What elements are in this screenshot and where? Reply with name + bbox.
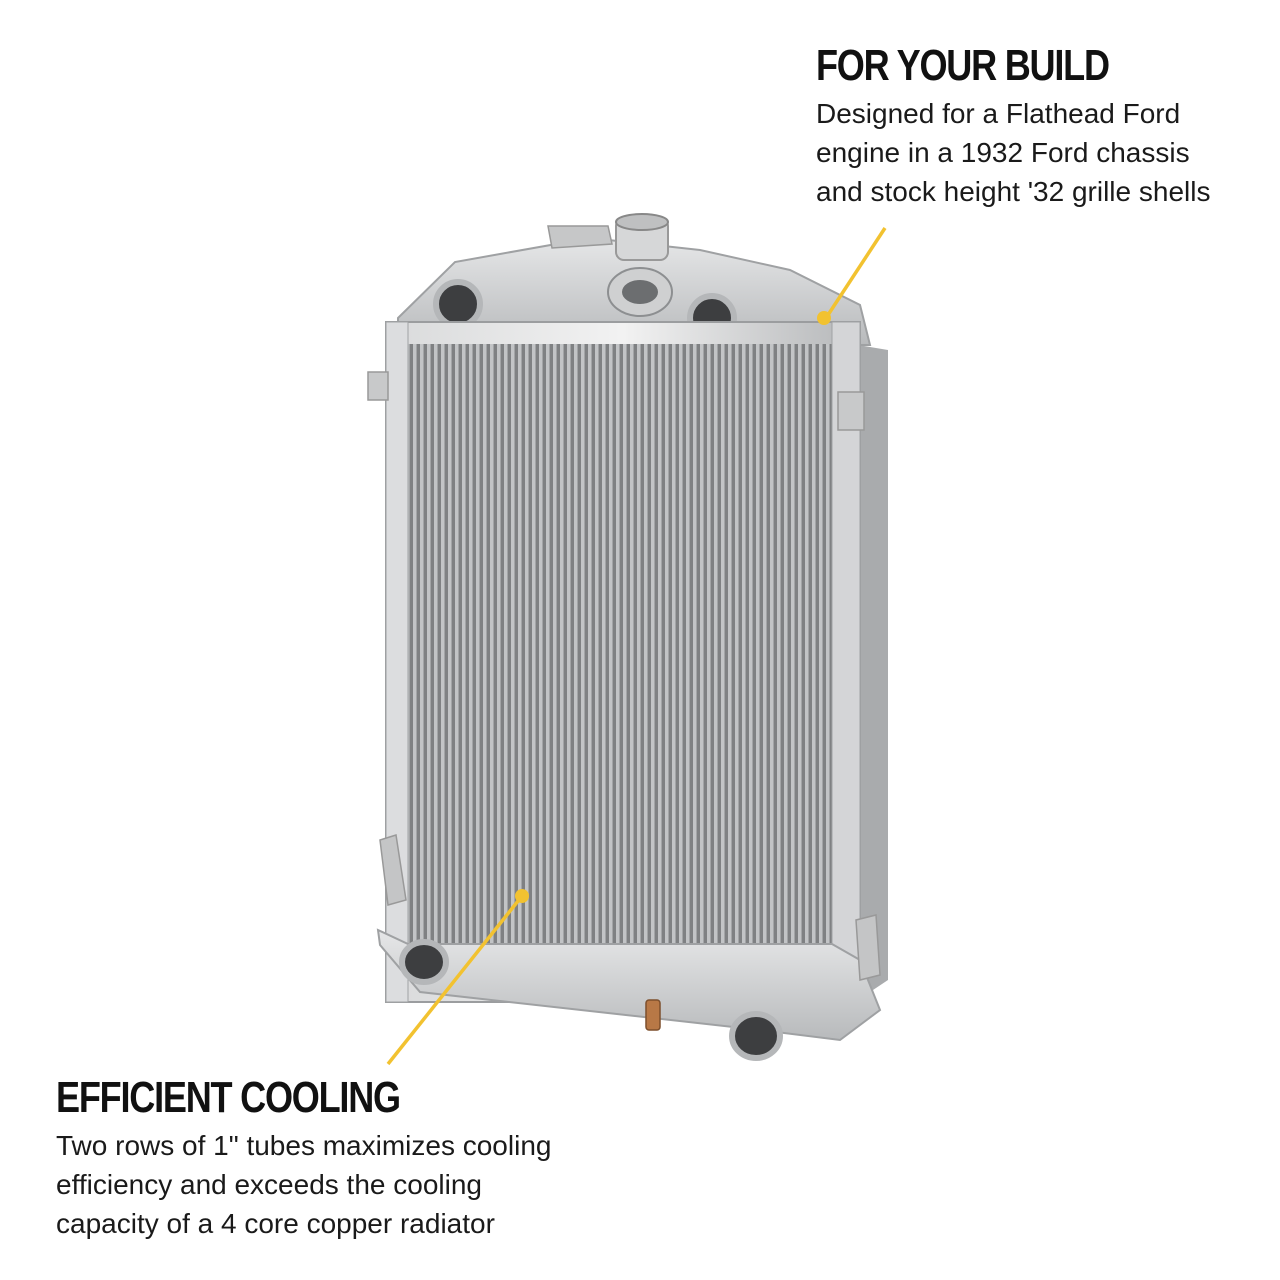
radiator-bottom-tank bbox=[376, 928, 882, 1042]
cooling-callout-line-2: efficiency and exceeds the cooling bbox=[56, 1169, 482, 1200]
right-mount-tab bbox=[837, 391, 865, 431]
radiator-side-panel bbox=[858, 345, 888, 1000]
lower-left-bracket bbox=[379, 834, 407, 906]
build-callout-line-3: and stock height '32 grille shells bbox=[816, 176, 1211, 207]
lower-right-bracket bbox=[855, 914, 881, 981]
frame-left-rail bbox=[385, 321, 409, 1003]
radiator-core bbox=[408, 344, 832, 944]
outlet-right bbox=[729, 1011, 783, 1061]
cooling-callout-heading: EFFICIENT COOLING bbox=[56, 1073, 401, 1122]
build-callout-line-2: engine in a 1932 Ford chassis bbox=[816, 137, 1190, 168]
build-callout-dot bbox=[817, 311, 831, 325]
build-callout-heading: FOR YOUR BUILD bbox=[816, 41, 1110, 90]
build-callout-line-1: Designed for a Flathead Ford bbox=[816, 98, 1181, 129]
cooling-callout-line bbox=[386, 894, 524, 1066]
inlet-left bbox=[433, 279, 483, 329]
cooling-callout-dot bbox=[515, 889, 529, 903]
left-mount-tab bbox=[367, 371, 389, 401]
cooling-callout-line-1: Two rows of 1" tubes maximizes cooling bbox=[56, 1130, 552, 1161]
overflow-outlet-hole bbox=[622, 280, 658, 304]
top-bracket bbox=[547, 225, 613, 249]
build-callout-text: Designed for a Flathead Ford engine in a… bbox=[816, 94, 1210, 211]
outlet-left bbox=[399, 939, 449, 985]
drain-petcock bbox=[645, 999, 661, 1031]
cooling-callout-line-3: capacity of a 4 core copper radiator bbox=[56, 1208, 495, 1239]
frame-right-rail bbox=[831, 321, 861, 1003]
build-callout-line bbox=[824, 227, 887, 319]
cooling-callout-text: Two rows of 1" tubes maximizes cooling e… bbox=[56, 1126, 551, 1243]
filler-cap-opening bbox=[615, 213, 669, 231]
